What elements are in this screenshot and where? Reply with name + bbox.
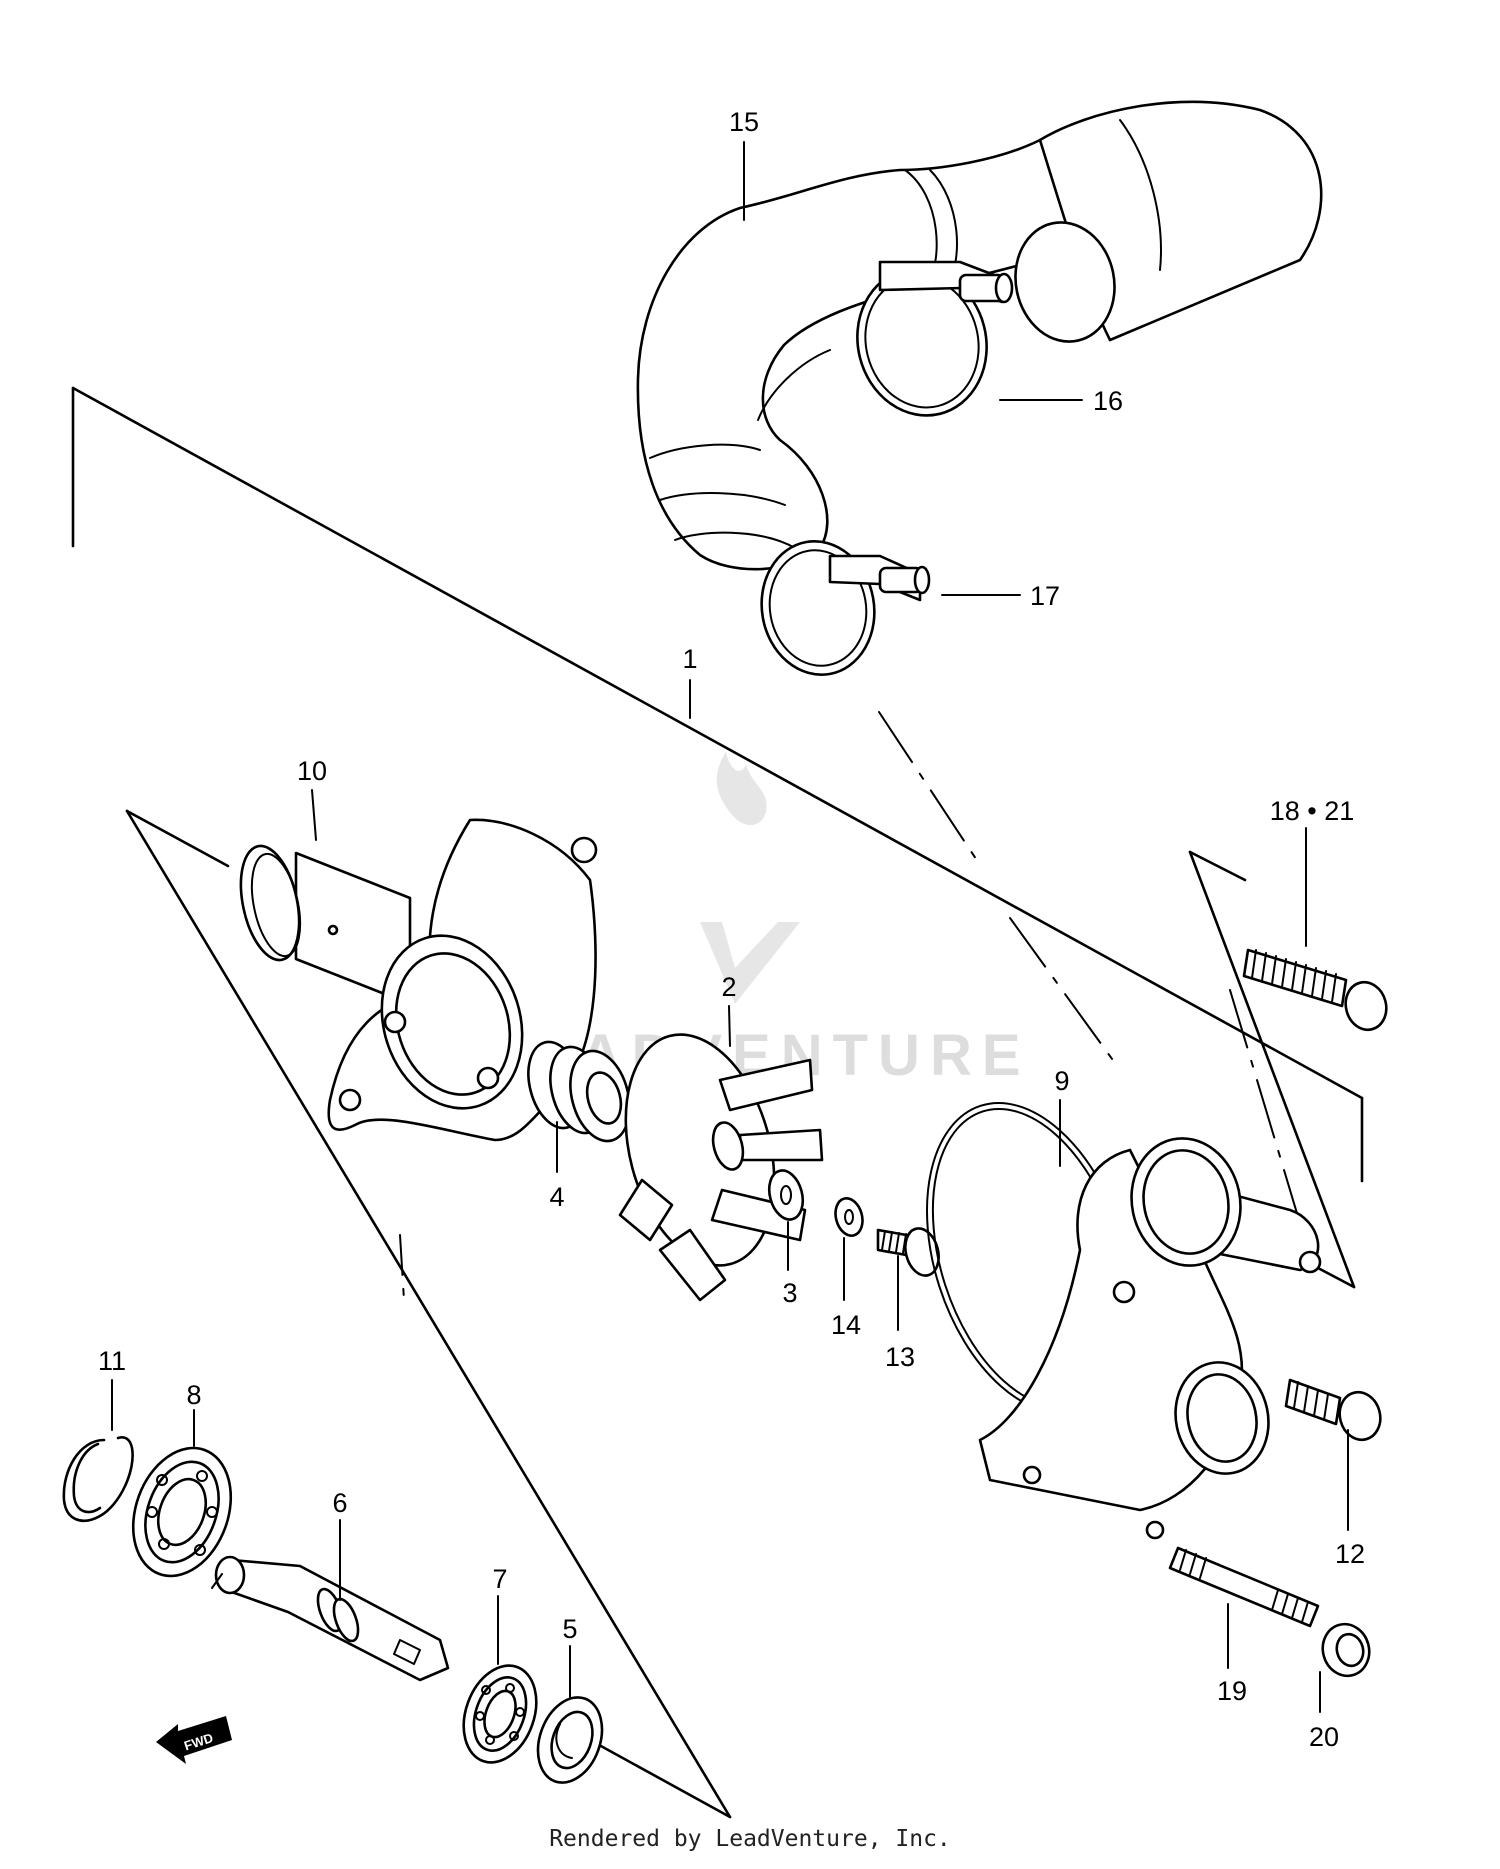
part-20-nut [1321, 1622, 1371, 1678]
label-2: 2 [721, 972, 736, 1002]
label-12: 12 [1335, 1539, 1365, 1569]
bolt-group-outline [1188, 850, 1356, 1289]
part-19-stud [1168, 1546, 1320, 1628]
label-13: 13 [885, 1342, 915, 1372]
label-15: 15 [729, 107, 759, 137]
assembly-centerlines [399, 711, 1309, 1301]
part-11-circlip [62, 1436, 134, 1522]
part-5-oil-seal [536, 1696, 604, 1784]
part-2-impeller [618, 1033, 824, 1302]
part-15-hose [636, 100, 1323, 571]
part-3-washer [767, 1169, 805, 1221]
label-5: 5 [562, 1614, 577, 1644]
fwd-arrow-icon: FWD [156, 1716, 232, 1764]
part-8-bearing [131, 1446, 233, 1578]
label-19: 19 [1217, 1676, 1247, 1706]
label-18-21: 18 • 21 [1270, 796, 1355, 826]
label-4: 4 [549, 1182, 564, 1212]
label-20: 20 [1309, 1722, 1339, 1752]
label-10: 10 [297, 756, 327, 786]
part-6-shaft [211, 1555, 450, 1682]
part-17-clamp [760, 540, 931, 676]
pump-cover [978, 1137, 1322, 1540]
part-16-clamp [856, 260, 1014, 417]
assembly-outline-1 [71, 386, 1364, 1183]
label-11: 11 [98, 1346, 126, 1376]
part-13-bolt [876, 1227, 940, 1277]
label-3: 3 [782, 1278, 797, 1308]
label-8: 8 [186, 1380, 201, 1410]
footer-credit: Rendered by LeadVenture, Inc. [549, 1826, 951, 1852]
label-6: 6 [332, 1488, 347, 1518]
label-17: 17 [1030, 581, 1060, 611]
label-7: 7 [492, 1564, 507, 1594]
part-14-washer [834, 1197, 864, 1237]
leader-lines [111, 141, 1349, 1713]
housing-outline [125, 809, 732, 1819]
watermark-chevron-icon [700, 922, 800, 1004]
label-14: 14 [831, 1310, 861, 1340]
label-16: 16 [1093, 386, 1123, 416]
watermark-flame-icon [716, 752, 767, 826]
part-7-bearing [462, 1664, 538, 1764]
part-18-21-bolt [1242, 948, 1388, 1032]
part-4-seal [527, 1040, 631, 1143]
part-12-bolt [1284, 1378, 1382, 1442]
part-labels: 15 16 17 1 10 18 • 21 2 9 4 3 14 13 12 1… [98, 107, 1365, 1752]
label-1: 1 [682, 644, 697, 674]
label-9: 9 [1054, 1066, 1069, 1096]
